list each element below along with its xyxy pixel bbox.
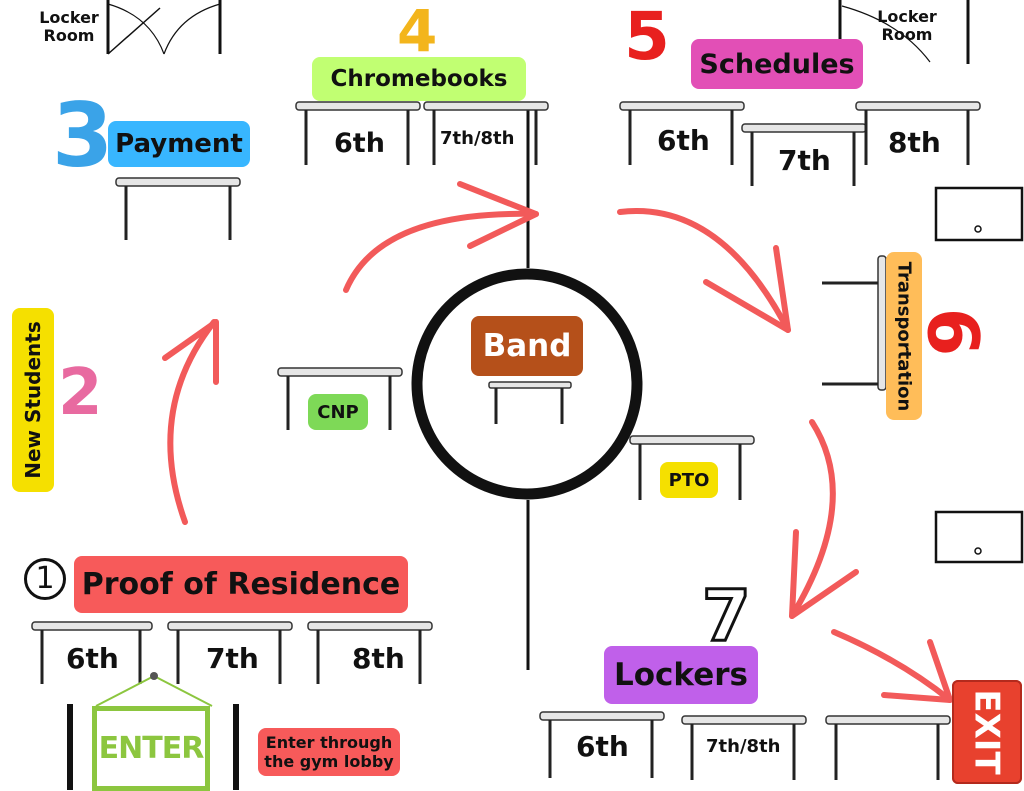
- locker-room-right-line2: Room: [881, 25, 933, 44]
- enter-note-line1: Enter through: [265, 733, 393, 752]
- station-4-label: Chromebooks: [312, 57, 526, 101]
- cnp-label: CNP: [308, 394, 368, 430]
- enter-note: Enter through the gym lobby: [258, 728, 400, 776]
- station-5-number: 5: [624, 0, 670, 75]
- enter-sign: ENTER: [92, 706, 210, 791]
- tables: [31, 101, 981, 780]
- grade-lockers-6th: 6th: [576, 730, 629, 763]
- enter-note-line2: the gym lobby: [264, 752, 394, 771]
- arrow-6-to-7: [789, 419, 836, 619]
- station-5-label: Schedules: [691, 39, 863, 89]
- grade-lockers-7th8th: 7th/8th: [706, 736, 781, 757]
- grade-schedules-8th: 8th: [888, 126, 941, 159]
- grade-residence-7th: 7th: [206, 642, 259, 675]
- table-lockers-extra: [825, 715, 951, 780]
- grade-chromebooks-7th8th: 7th/8th: [440, 128, 515, 149]
- table-schedules-8th: [855, 101, 981, 165]
- station-1-number: 1: [35, 561, 55, 596]
- station-7-label: Lockers: [604, 646, 758, 704]
- locker-room-left-line2: Room: [43, 26, 95, 45]
- grade-schedules-6th: 6th: [657, 124, 710, 157]
- table-chromebooks-6th: [295, 101, 421, 165]
- arrow-3-to-4: [343, 210, 539, 293]
- table-band: [488, 381, 572, 424]
- station-1-label: Proof of Residence: [74, 556, 408, 613]
- enter-sign-text: ENTER: [98, 731, 205, 766]
- grade-chromebooks-6th: 6th: [334, 128, 385, 159]
- door-upper-right: [934, 186, 1024, 242]
- station-2-label: New Students: [12, 308, 54, 492]
- station-2-number: 2: [58, 356, 103, 430]
- table-chromebooks-7th8th: [423, 101, 549, 165]
- table-residence-6th: [31, 621, 153, 684]
- table-residence-8th: [307, 621, 433, 684]
- grade-residence-8th: 8th: [352, 642, 405, 675]
- band-label: Band: [471, 316, 583, 376]
- locker-room-right-label: Locker Room: [866, 8, 948, 44]
- flow-arrows: [162, 181, 953, 703]
- station-1-number-circle: 1: [24, 558, 66, 600]
- station-6-label: Transportation: [886, 252, 922, 420]
- table-transportation: [822, 255, 887, 391]
- table-payment: [115, 177, 241, 240]
- pto-label: PTO: [660, 462, 718, 498]
- station-7-number: 7: [701, 575, 753, 657]
- station-4-number: 4: [397, 0, 438, 65]
- table-schedules-6th: [619, 101, 745, 165]
- locker-room-left-label: Locker Room: [28, 9, 110, 45]
- station-3-label: Payment: [108, 121, 250, 167]
- arrow-5-to-6: [617, 208, 791, 333]
- table-residence-7th: [167, 621, 293, 684]
- exit-sign-text: EXIT: [967, 689, 1008, 775]
- arrow-7-to-exit: [831, 629, 953, 703]
- locker-room-left-door: [106, 0, 222, 55]
- table-pto: [629, 435, 755, 500]
- grade-schedules-7th: 7th: [778, 144, 831, 177]
- table-lockers-6th: [539, 711, 665, 778]
- table-cnp: [277, 367, 403, 430]
- grade-residence-6th: 6th: [66, 642, 119, 675]
- locker-room-right-line1: Locker: [877, 7, 937, 26]
- arrow-1-to-2: [167, 319, 217, 525]
- table-lockers-7th8th: [681, 715, 807, 780]
- exit-sign: EXIT: [952, 680, 1022, 784]
- station-6-number: 6: [911, 307, 994, 357]
- station-2-label-text: New Students: [21, 321, 45, 479]
- door-lower-right: [934, 510, 1024, 564]
- station-3-number: 3: [52, 84, 114, 187]
- enter-sign-frame: [67, 672, 239, 790]
- locker-room-left-line1: Locker: [39, 8, 99, 27]
